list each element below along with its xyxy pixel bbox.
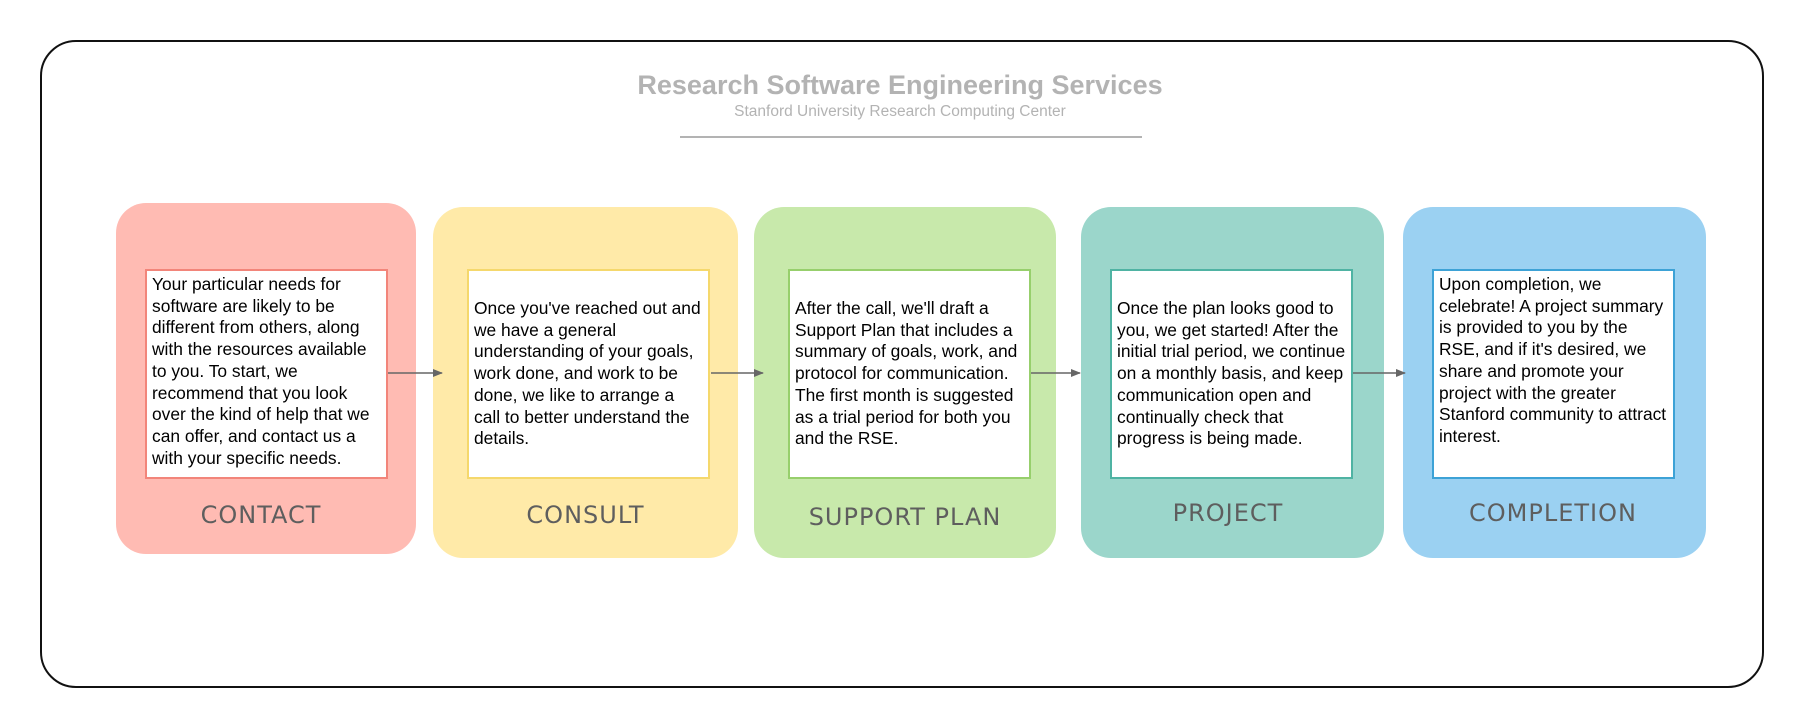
stage-description-text: Once the plan looks good to you, we get … (1117, 298, 1346, 449)
stage-description-box: Upon completion, we celebrate! A project… (1432, 269, 1675, 479)
diagram-subtitle: Stanford University Research Computing C… (734, 103, 1066, 120)
diagram-frame (40, 40, 1764, 688)
stage-card-completion: Upon completion, we celebrate! A project… (1403, 207, 1706, 558)
stage-description-text: Once you've reached out and we have a ge… (474, 298, 701, 449)
stage-label: COMPLETION (1469, 499, 1637, 527)
stage-description-text: Upon completion, we celebrate! A project… (1439, 274, 1667, 446)
stage-card-support-plan: After the call, we'll draft a Support Pl… (754, 207, 1056, 558)
diagram-title: Research Software Engineering Services (637, 70, 1163, 100)
stage-label: CONSULT (526, 501, 645, 529)
stage-label: SUPPORT PLAN (808, 503, 1002, 531)
stage-description-box: Your particular needs for software are l… (145, 269, 388, 479)
stage-label: CONTACT (200, 501, 322, 529)
title-divider (680, 136, 1142, 138)
stage-description-box: Once the plan looks good to you, we get … (1110, 269, 1353, 479)
stage-description-text: Your particular needs for software are l… (152, 274, 370, 468)
stage-card-project: Once the plan looks good to you, we get … (1081, 207, 1384, 558)
stage-label: PROJECT (1172, 499, 1284, 527)
stage-description-text: After the call, we'll draft a Support Pl… (795, 298, 1018, 449)
stage-description-box: Once you've reached out and we have a ge… (467, 269, 710, 479)
stage-card-contact: Your particular needs for software are l… (116, 203, 416, 554)
stage-description-box: After the call, we'll draft a Support Pl… (788, 269, 1031, 479)
stage-card-consult: Once you've reached out and we have a ge… (433, 207, 738, 558)
